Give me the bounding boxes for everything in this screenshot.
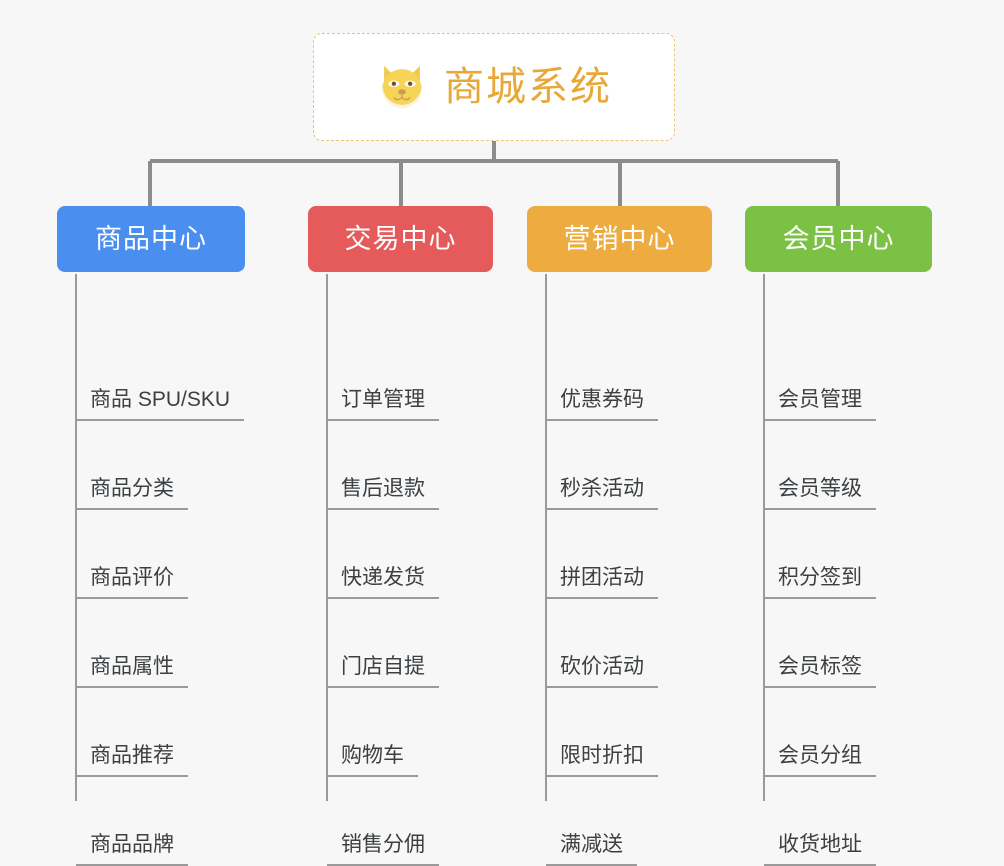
leaf-label: 会员标签 — [764, 656, 876, 688]
category-box-transaction-center[interactable]: 交易中心 — [308, 206, 493, 272]
leaf-label: 商品分类 — [76, 478, 188, 510]
leaf-label: 砍价活动 — [546, 656, 658, 688]
leaf-label: 商品 SPU/SKU — [76, 389, 245, 421]
leaf-label: 门店自提 — [327, 656, 439, 688]
leaf-label: 优惠券码 — [546, 389, 658, 421]
leaf-label: 会员管理 — [764, 389, 876, 421]
leaf-label: 会员分组 — [764, 745, 876, 777]
leaf-label: 收货地址 — [764, 834, 876, 866]
root-node[interactable]: 商城系统 — [313, 33, 675, 141]
dog-face-icon — [382, 65, 422, 109]
leaf-label: 会员等级 — [764, 478, 876, 510]
category-label: 交易中心 — [344, 223, 457, 254]
diagram-canvas: 商城系统 商品中心 商品 SPU/SKU 商品分类 商品评价 商品属性 商品推 — [57, 33, 932, 866]
leaf-label: 销售分佣 — [327, 834, 439, 866]
category-box-member-center[interactable]: 会员中心 — [745, 206, 932, 272]
category-label: 会员中心 — [782, 223, 895, 254]
leaf-label: 商品属性 — [76, 656, 188, 688]
column-product-center: 商品中心 商品 SPU/SKU 商品分类 商品评价 商品属性 商品推荐 商品品牌 — [57, 206, 245, 866]
leaf-label: 拼团活动 — [546, 567, 658, 599]
leaf-label: 购物车 — [327, 745, 418, 777]
leaf-label: 售后退款 — [327, 478, 439, 510]
column-member-center: 会员中心 会员管理 会员等级 积分签到 会员标签 会员分组 收货地址 — [745, 206, 932, 866]
column-transaction-center: 交易中心 订单管理 售后退款 快递发货 门店自提 购物车 销售分佣 — [308, 206, 493, 866]
category-label: 营销中心 — [563, 223, 676, 254]
category-box-product-center[interactable]: 商品中心 — [57, 206, 245, 272]
category-box-marketing-center[interactable]: 营销中心 — [527, 206, 712, 272]
leaf-label: 商品品牌 — [76, 834, 188, 866]
leaf-label: 积分签到 — [764, 567, 876, 599]
leaf-label: 订单管理 — [327, 389, 439, 421]
leaf-label: 快递发货 — [327, 567, 439, 599]
leaf-label: 满减送 — [546, 834, 637, 866]
category-label: 商品中心 — [95, 223, 207, 254]
leaf-label: 限时折扣 — [546, 745, 658, 777]
leaf-label: 商品推荐 — [76, 745, 188, 777]
column-marketing-center: 营销中心 优惠券码 秒杀活动 拼团活动 砍价活动 限时折扣 满减送 — [527, 206, 712, 866]
leaf-label: 商品评价 — [76, 567, 188, 599]
leaf-label: 秒杀活动 — [546, 478, 658, 510]
root-title: 商城系统 — [444, 65, 612, 109]
